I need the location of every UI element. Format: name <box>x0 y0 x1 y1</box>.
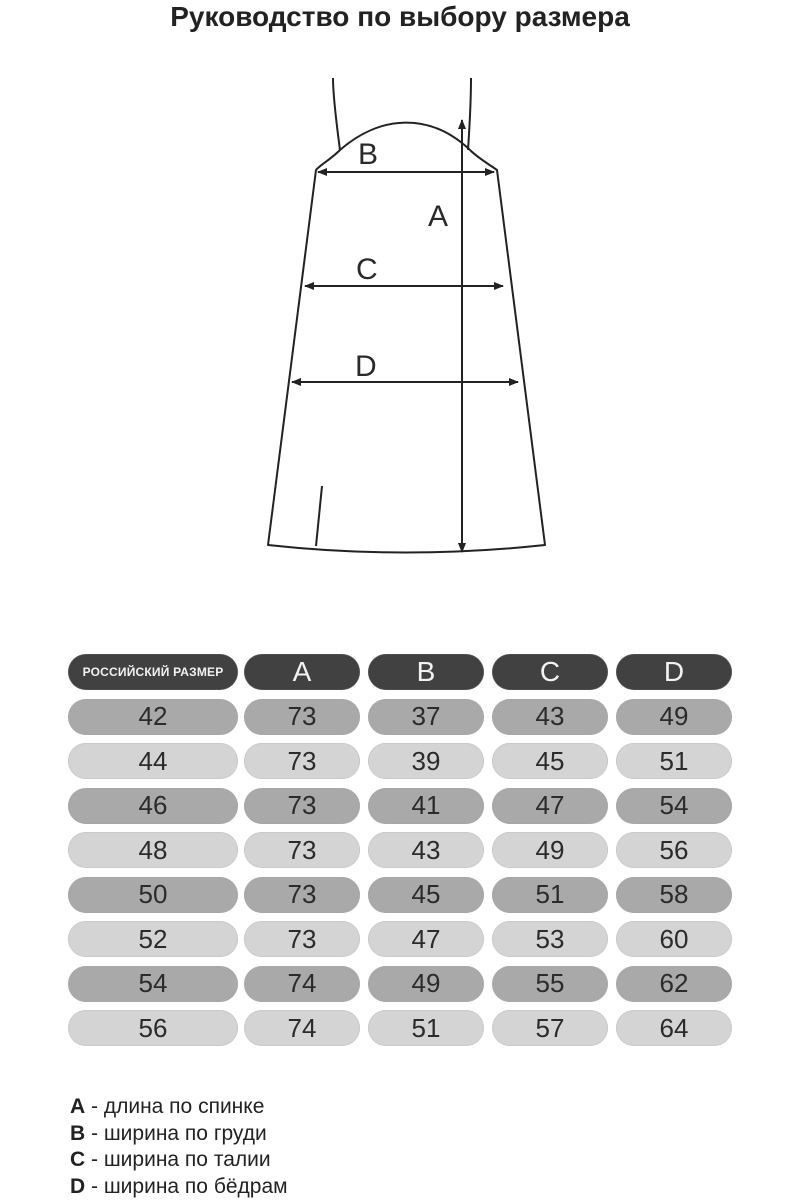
right-strap <box>467 77 472 151</box>
header-b: B <box>368 654 484 690</box>
cell-row8-c: 57 <box>492 1010 608 1046</box>
cell-row7-c: 55 <box>492 965 608 1002</box>
header-d: D <box>616 654 732 690</box>
dress-outline <box>267 77 546 554</box>
header-russian-size: РОССИЙСКИЙ РАЗМЕР <box>68 654 238 690</box>
cell-row5-b: 45 <box>368 876 484 913</box>
cell-row6-a: 73 <box>244 921 360 957</box>
cell-row6-b: 47 <box>368 921 484 957</box>
cell-row8-a: 74 <box>244 1010 360 1046</box>
cell-row5-d: 58 <box>616 876 732 913</box>
cell-row6-d: 60 <box>616 921 732 957</box>
cell-row4-b: 43 <box>368 832 484 868</box>
cell-row2-c: 45 <box>492 743 608 779</box>
cell-row3-size: 46 <box>68 787 238 824</box>
cell-row3-c: 47 <box>492 787 608 824</box>
dress-diagram: A B C D <box>267 77 546 554</box>
dress-body <box>267 149 546 554</box>
cell-row1-d: 49 <box>616 698 732 735</box>
legend-item-c: C - ширина по талии <box>70 1148 271 1171</box>
cell-row8-d: 64 <box>616 1010 732 1046</box>
cell-row2-size: 44 <box>68 743 238 779</box>
legend-item-b: B - ширина по груди <box>70 1121 267 1145</box>
label-b: B <box>358 138 378 171</box>
cell-row5-c: 51 <box>492 876 608 913</box>
cell-row7-d: 62 <box>616 965 732 1002</box>
cell-row3-b: 41 <box>368 787 484 824</box>
cell-row3-d: 54 <box>616 787 732 824</box>
cell-row1-c: 43 <box>492 698 608 735</box>
header-c: C <box>492 654 608 690</box>
cell-row5-a: 73 <box>244 876 360 913</box>
neckline <box>339 121 471 151</box>
cell-row2-a: 73 <box>244 743 360 779</box>
label-d: D <box>355 350 377 383</box>
legend: A - длина по спинке B - ширина по груди … <box>70 1094 288 1200</box>
cell-row6-size: 52 <box>68 921 238 957</box>
cell-row1-size: 42 <box>68 698 238 735</box>
cell-row8-b: 51 <box>368 1010 484 1046</box>
cell-row8-size: 56 <box>68 1010 238 1046</box>
cell-row3-a: 73 <box>244 787 360 824</box>
header-a: A <box>244 654 360 690</box>
cell-row2-b: 39 <box>368 743 484 779</box>
label-c: C <box>356 253 378 286</box>
cell-row4-d: 56 <box>616 832 732 868</box>
cell-row7-a: 74 <box>244 965 360 1002</box>
cell-row5-size: 50 <box>68 876 238 913</box>
cell-row7-size: 54 <box>68 965 238 1002</box>
legend-item-d: D - ширина по бёдрам <box>70 1174 288 1198</box>
legend-item-a: A - длина по спинке <box>70 1095 265 1118</box>
cell-row2-d: 51 <box>616 743 732 779</box>
side-slit <box>315 485 323 547</box>
cell-row7-b: 49 <box>368 965 484 1002</box>
cell-row1-a: 73 <box>244 698 360 735</box>
cell-row1-b: 37 <box>368 698 484 735</box>
cell-row4-a: 73 <box>244 832 360 868</box>
cell-row4-c: 49 <box>492 832 608 868</box>
cell-row4-size: 48 <box>68 832 238 868</box>
cell-row6-c: 53 <box>492 921 608 957</box>
left-strap <box>332 77 341 151</box>
page-title: Руководство по выбору размера <box>170 1 630 32</box>
label-a: A <box>428 200 448 233</box>
